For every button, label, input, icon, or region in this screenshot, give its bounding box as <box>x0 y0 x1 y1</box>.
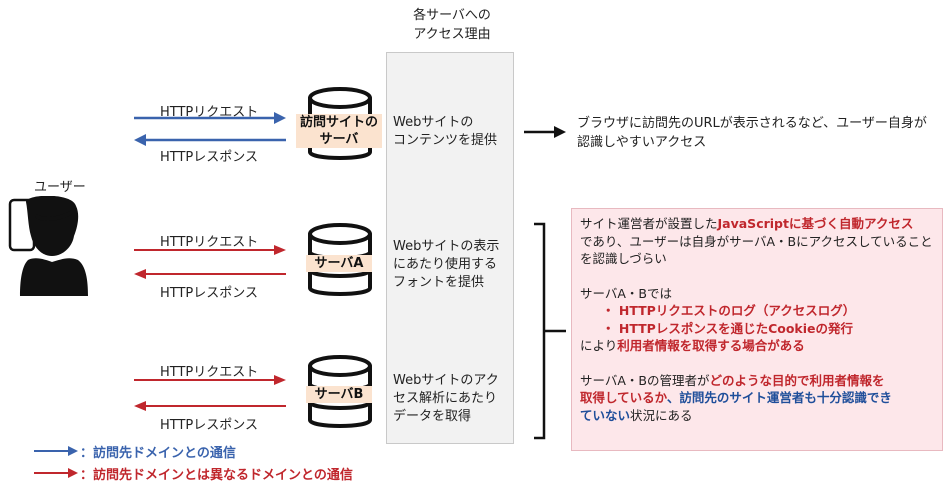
info-p3-highlight-1: どのような目的で利用者情報を <box>709 372 885 388</box>
info-paragraph-1: サイト運営者が設置したJavaScriptに基づく自動アクセス であり、ユーザー… <box>580 215 934 268</box>
row3-server-icon <box>298 354 382 438</box>
row3-reason-line-1: Webサイトのアク <box>393 373 499 388</box>
info-p1-text-c: を認識しづらい <box>580 251 667 266</box>
info-p3-text-c: 状況にある <box>630 407 693 423</box>
row2-arrows <box>134 245 286 279</box>
column-header-line-2: アクセス理由 <box>413 27 491 42</box>
user-icon <box>6 195 88 300</box>
row2-request-label: HTTPリクエスト <box>160 235 259 250</box>
row2-reason: Webサイトの表示 にあたり使用する フォントを提供 <box>393 238 513 292</box>
legend-first-party-text: ：訪問先ドメインとの通信 <box>80 445 236 461</box>
row3-reason: Webサイトのアク セス解析にあたり データを取得 <box>393 372 513 426</box>
row2-request-arrowhead <box>274 245 286 255</box>
row1-reason: Webサイトの コンテンツを提供 <box>393 114 513 150</box>
info-p2-highlight: 利用者情報を取得する場合がある <box>617 338 805 353</box>
legend-blue-arrow-icon <box>34 446 78 456</box>
row2-reason-line-1: Webサイトの表示 <box>393 239 500 254</box>
row2-response-label: HTTPレスポンス <box>160 286 259 301</box>
row3-reason-line-3: データを取得 <box>393 409 472 424</box>
info-p1-text-a: サイト運営者が設置した <box>580 216 718 231</box>
row3-response-label: HTTPレスポンス <box>160 418 259 433</box>
row3-request-label: HTTPリクエスト <box>160 365 259 380</box>
row3-arrows <box>134 375 286 411</box>
row2-reason-line-2: にあたり使用する <box>393 257 498 272</box>
info-p3-text-a: サーバA・Bの管理者が <box>580 372 710 388</box>
row2-response-arrowhead <box>134 269 146 279</box>
info-paragraph-2: サーバA・Bでは ・ HTTPリクエストのログ（アクセスログ） ・ HTTPレス… <box>580 285 934 355</box>
legend-item-third-party: ：訪問先ドメインとは異なるドメインとの通信 <box>32 462 353 484</box>
info-p2-text-a: により <box>580 338 618 353</box>
row3-response-arrowhead <box>134 401 146 411</box>
info-bullet-1: ・ HTTPリクエストのログ（アクセスログ） <box>602 303 856 318</box>
row1-server-label: 訪問サイトの サーバ <box>296 114 382 148</box>
row1-response-label: HTTPレスポンス <box>160 150 259 165</box>
info-p3-highlight-3: 訪問先のサイト運営者も十分認識でき <box>679 390 892 405</box>
column-header: 各サーバへの アクセス理由 <box>372 6 532 44</box>
info-p1-highlight: JavaScriptに基づく自動アクセス <box>717 216 914 231</box>
row1-arrows <box>134 112 286 146</box>
user-label: ユーザー <box>34 180 86 195</box>
row1-server-label-line-1: 訪問サイトの <box>299 115 378 130</box>
row3-request-arrowhead <box>274 375 286 385</box>
row2-server-label: サーバA <box>306 255 372 272</box>
row2-reason-line-3: フォントを提供 <box>393 275 485 290</box>
row2-server-icon <box>298 222 382 306</box>
first-party-note: ブラウザに訪問先のURLが表示されるなど、ユーザー自身が 認識しやすいアクセス <box>577 114 927 152</box>
row1-request-arrowhead <box>274 112 286 124</box>
row3-reason-line-2: セス解析にあたり <box>393 391 498 406</box>
first-party-note-line-1: ブラウザに訪問先のURLが表示されるなど、ユーザー自身が <box>577 116 927 131</box>
row1-response-arrowhead <box>134 134 146 146</box>
info-p3-highlight-4: ていない <box>580 407 631 423</box>
info-p2-title: サーバA・Bでは <box>580 285 673 301</box>
first-party-note-line-2: 認識しやすいアクセス <box>577 135 707 150</box>
legend-red-arrow-icon <box>34 468 78 478</box>
info-p3-highlight-2: 取得しているか <box>580 390 667 405</box>
row1-reason-line-2: コンテンツを提供 <box>393 133 498 148</box>
info-paragraph-3: サーバA・Bの管理者がどのような目的で利用者情報を 取得しているか、訪問先のサイ… <box>580 372 934 425</box>
row3-server-label: サーバB <box>306 386 372 403</box>
column-header-line-1: 各サーバへの <box>413 8 491 23</box>
reason-column-box <box>386 52 514 444</box>
legend-item-first-party: ：訪問先ドメインとの通信 <box>32 440 353 462</box>
legend: ：訪問先ドメインとの通信 ：訪問先ドメインとは異なるドメインとの通信 <box>32 440 353 484</box>
info-bullet-2: ・ HTTPレスポンスを通じたCookieの発行 <box>602 320 853 336</box>
row1-reason-line-1: Webサイトの <box>393 115 474 130</box>
legend-third-party-text: ：訪問先ドメインとは異なるドメインとの通信 <box>80 467 353 483</box>
info-p1-text-b: であり、ユーザーは自身がサーバA・Bにアクセスしていること <box>580 233 933 249</box>
info-p3-comma: 、 <box>666 390 680 405</box>
note-arrow <box>524 126 566 138</box>
third-party-info-box: サイト運営者が設置したJavaScriptに基づく自動アクセス であり、ユーザー… <box>571 208 943 451</box>
row1-server-label-line-2: サーバ <box>319 132 359 147</box>
row1-request-label: HTTPリクエスト <box>160 105 259 120</box>
third-party-bracket <box>534 222 566 440</box>
